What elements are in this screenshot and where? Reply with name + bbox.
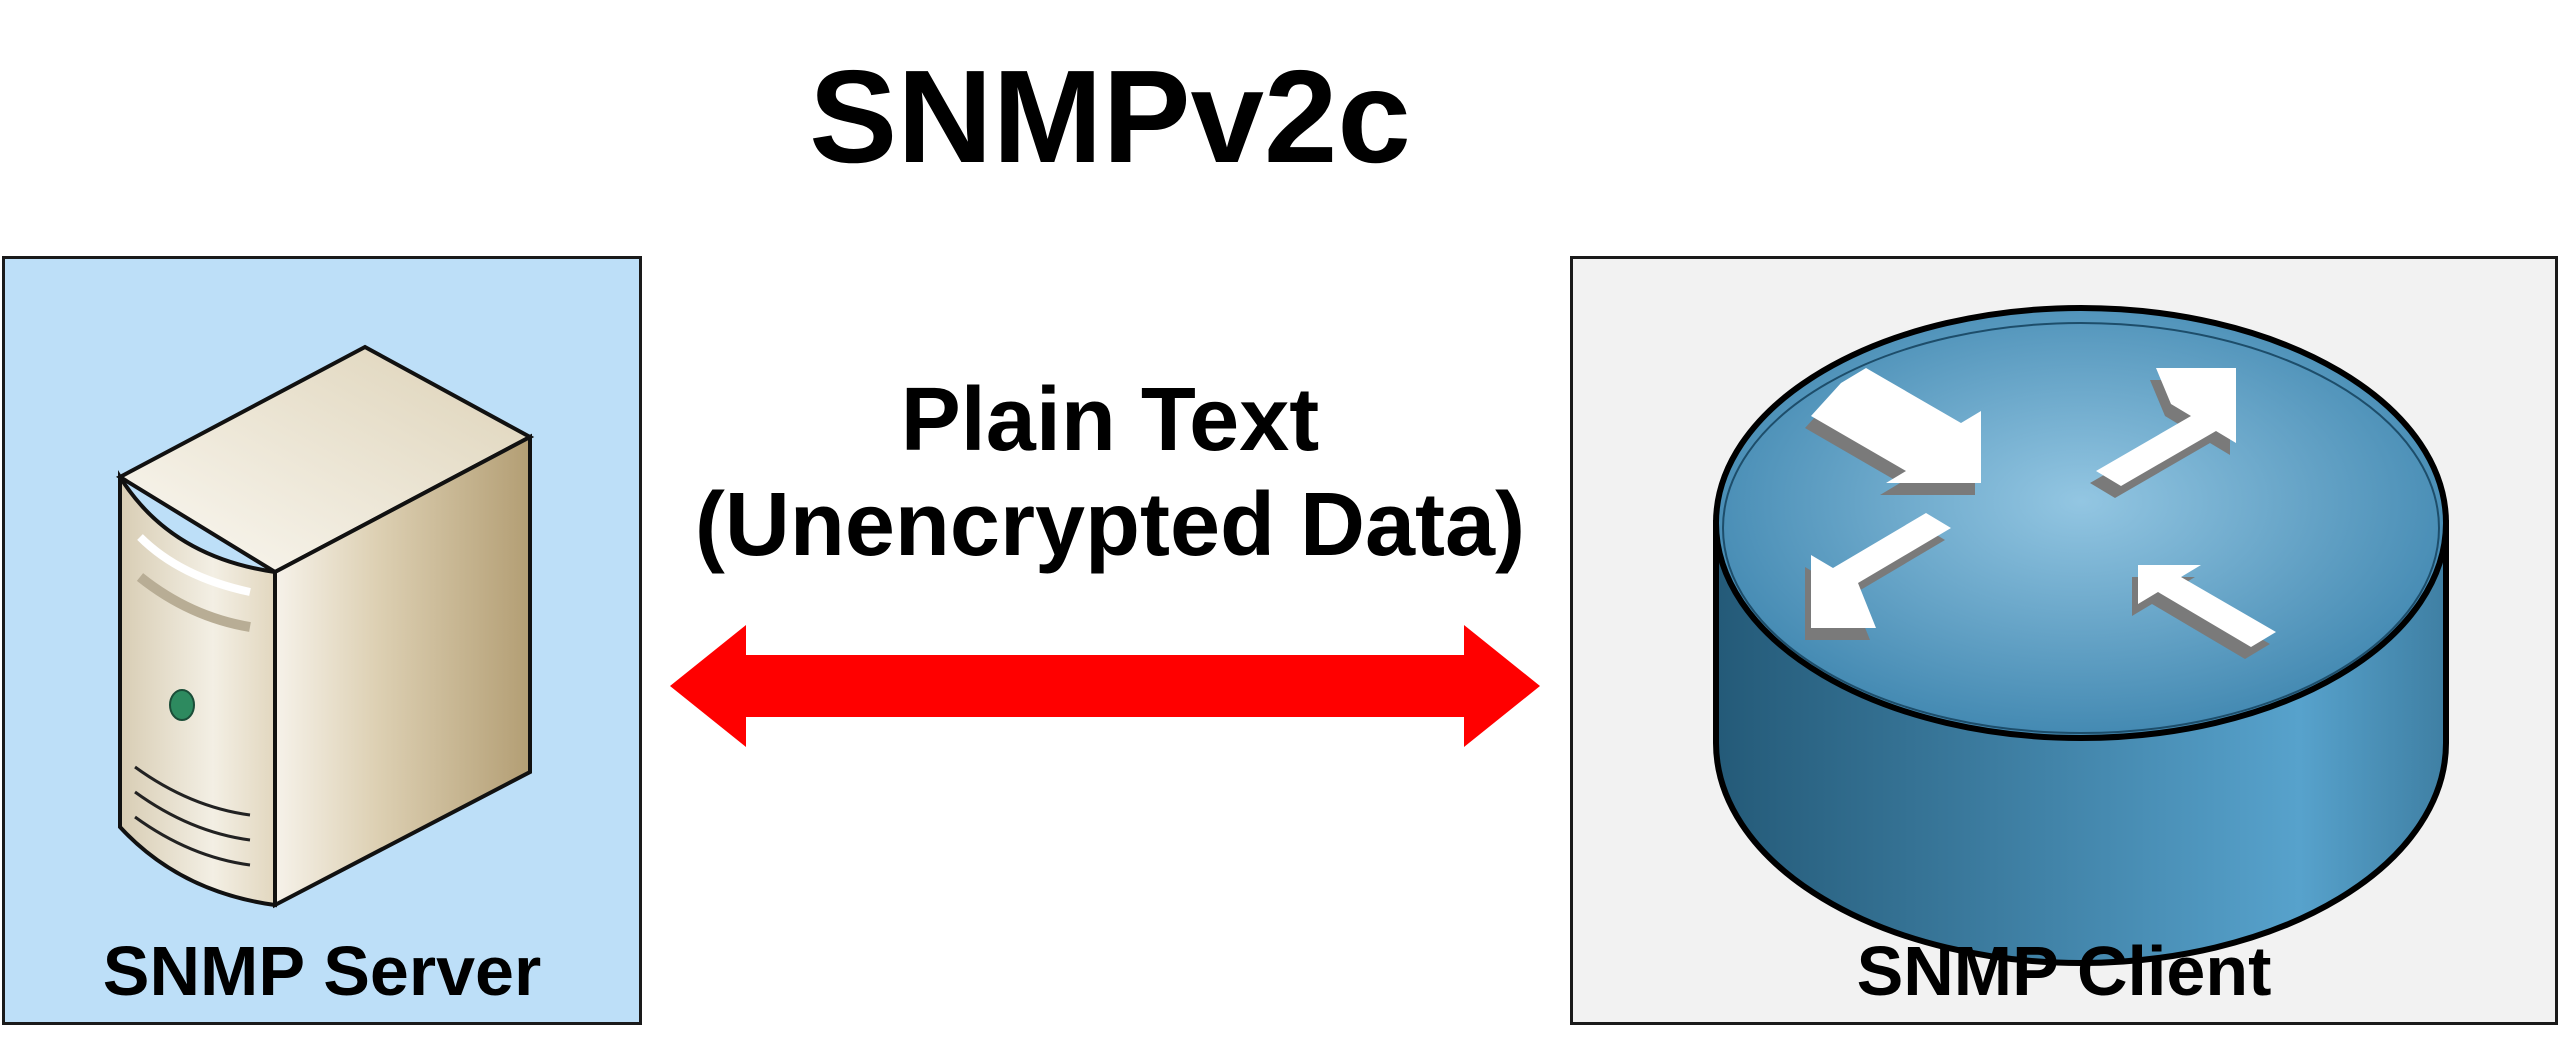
server-label: SNMP Server — [102, 932, 542, 1010]
snmp-server-panel: SNMP Server — [2, 256, 642, 1025]
client-label: SNMP Client — [1856, 932, 2272, 1010]
bidirectional-arrow-icon — [670, 625, 1540, 747]
link-label-unencrypted: (Unencrypted Data) — [694, 475, 1526, 575]
snmp-client-panel: SNMP Client — [1570, 256, 2558, 1025]
router-icon — [1713, 305, 2449, 966]
server-tower-icon — [115, 344, 535, 909]
diagram-title: SNMPv2c — [809, 43, 1411, 190]
link-label-plain-text: Plain Text — [900, 370, 1320, 470]
